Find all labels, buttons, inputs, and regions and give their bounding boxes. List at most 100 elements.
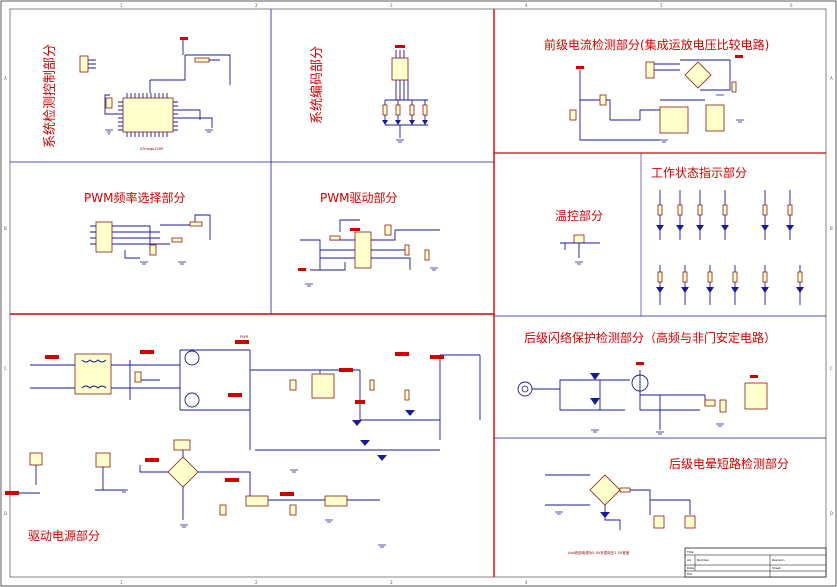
bridge-rectifier-2 bbox=[589, 474, 621, 506]
vreg-2 bbox=[324, 495, 348, 507]
mosfet-q1 bbox=[184, 350, 200, 366]
edge-col-4: 4 bbox=[525, 3, 528, 8]
cap-pwr-3 bbox=[219, 504, 227, 516]
edge-row-b-right: B bbox=[830, 226, 833, 231]
cap-pwr-4 bbox=[289, 504, 297, 516]
led-row-2 bbox=[656, 265, 804, 305]
mcu-pins bbox=[118, 93, 178, 137]
connector-j5 bbox=[29, 452, 43, 466]
title-sys-detect: 系统检测控制部分 bbox=[43, 44, 58, 148]
edge-col-4-bottom: 4 bbox=[525, 580, 528, 585]
vcc-mark-6 bbox=[298, 268, 306, 271]
title-pwm-freq: PWM频率选择部分 bbox=[84, 190, 185, 205]
led-res-10 bbox=[732, 271, 738, 283]
resistor-r1 bbox=[194, 57, 210, 63]
tb-sheet: Sheet bbox=[772, 566, 781, 570]
edge-col-2-bottom: 2 bbox=[255, 580, 258, 585]
vcc-mark-3 bbox=[576, 66, 584, 69]
title-pwm-drive: PWM驱动部分 bbox=[320, 190, 397, 205]
edge-col-2: 2 bbox=[255, 3, 258, 8]
led-res-5 bbox=[762, 204, 768, 216]
cap-pwr-1 bbox=[134, 371, 142, 383]
mosfet-q2 bbox=[184, 392, 200, 408]
res-front-1 bbox=[731, 81, 737, 93]
cap-freq-1 bbox=[149, 244, 157, 256]
edge-col-6: 6 bbox=[790, 3, 793, 8]
edge-row-b: B bbox=[4, 226, 7, 231]
edge-row-d-right: D bbox=[830, 511, 833, 516]
res-enc-1 bbox=[382, 104, 388, 116]
vcc-mark-4 bbox=[735, 55, 743, 58]
res-pwr-2 bbox=[404, 389, 410, 401]
front-current-circuit bbox=[569, 55, 744, 143]
sheet-inner-frame bbox=[9, 8, 827, 578]
vcc-mark-8 bbox=[750, 375, 758, 378]
vcc-mark-7 bbox=[636, 362, 644, 365]
res-drive-3 bbox=[424, 249, 430, 261]
vcc-mark-2 bbox=[395, 45, 405, 48]
comparator-chip bbox=[705, 104, 725, 132]
title-work-status: 工作状态指示部分 bbox=[651, 165, 747, 180]
led-res-6 bbox=[787, 204, 793, 216]
short-note-label: Add底部电源为5.0V负载电压1.5V宽度 bbox=[568, 550, 630, 555]
led-res-3 bbox=[697, 204, 703, 216]
mcu-part-label: ATmega128P bbox=[140, 147, 163, 151]
bridge-rectifier bbox=[684, 61, 712, 89]
res-freq-1 bbox=[189, 221, 203, 227]
res-enc-2 bbox=[395, 104, 401, 116]
led-res-1 bbox=[657, 204, 663, 216]
driver-ic bbox=[354, 231, 372, 269]
connector-j3 bbox=[653, 515, 665, 529]
bnc-connector bbox=[517, 381, 533, 397]
connector-j6 bbox=[95, 452, 111, 468]
freq-dip-switch bbox=[95, 221, 113, 253]
work-status-circuit bbox=[656, 190, 804, 305]
cap-drive-1 bbox=[384, 224, 392, 236]
led-res-11 bbox=[762, 271, 768, 283]
vreg-1 bbox=[245, 495, 269, 507]
led-res-7 bbox=[657, 271, 663, 283]
edge-row-c: C bbox=[4, 366, 7, 371]
crystal-x1 bbox=[105, 97, 113, 109]
tb-title: Title bbox=[686, 550, 694, 554]
tb-size: A4 bbox=[687, 558, 691, 562]
cap-pwr-2 bbox=[289, 379, 297, 391]
title-rear-flash: 后级闪络保护检测部分（高频与非门安定电路） bbox=[524, 330, 776, 345]
bridge-rectifier-3 bbox=[167, 456, 199, 488]
vcc-mark-5 bbox=[350, 228, 360, 231]
vcc-mark-1 bbox=[180, 37, 188, 40]
edge-col-3-bottom: 3 bbox=[390, 580, 393, 585]
mcu-circuit: ATmega128P bbox=[79, 37, 231, 151]
edge-col-1: 1 bbox=[120, 3, 123, 8]
title-block: Title A4 Number Revision Date File Sheet bbox=[684, 547, 827, 578]
led-res-8 bbox=[682, 271, 688, 283]
cap-flash-1 bbox=[719, 399, 727, 413]
edge-row-c-right: C bbox=[830, 366, 833, 371]
edge-row-a: A bbox=[4, 76, 7, 81]
rear-flash-circuit bbox=[517, 362, 768, 435]
regulator-ic bbox=[311, 373, 335, 399]
section-borders bbox=[10, 9, 826, 577]
title-front-current: 前级电流检测部分(集成运放电压比较电路) bbox=[544, 37, 769, 52]
title-rear-short: 后级电晕短路检测部分 bbox=[669, 456, 789, 471]
res-flash-1 bbox=[704, 399, 716, 407]
edge-col-3: 3 bbox=[390, 3, 393, 8]
pwr-net-label: PWR bbox=[240, 335, 249, 339]
tb-revision: Revision bbox=[772, 558, 785, 562]
dip-switch bbox=[391, 57, 409, 81]
pwm-freq-circuit bbox=[90, 214, 211, 265]
temp-ctrl-circuit bbox=[560, 234, 600, 265]
title-sys-encode: 系统编码部分 bbox=[310, 46, 325, 124]
tb-date: Date bbox=[687, 566, 694, 570]
res-enc-3 bbox=[409, 104, 415, 116]
led-res-9 bbox=[707, 271, 713, 283]
nand-gate-ic bbox=[744, 382, 768, 410]
res-freq-2 bbox=[171, 237, 183, 243]
header-connector bbox=[79, 55, 89, 73]
res-short-1 bbox=[619, 487, 631, 493]
res-enc-4 bbox=[422, 104, 428, 116]
opamp-chip bbox=[659, 106, 689, 134]
edge-numbers: 1 2 3 4 5 6 1 2 3 4 A B C D A B C D bbox=[4, 3, 833, 585]
res-drive-1 bbox=[329, 235, 341, 241]
